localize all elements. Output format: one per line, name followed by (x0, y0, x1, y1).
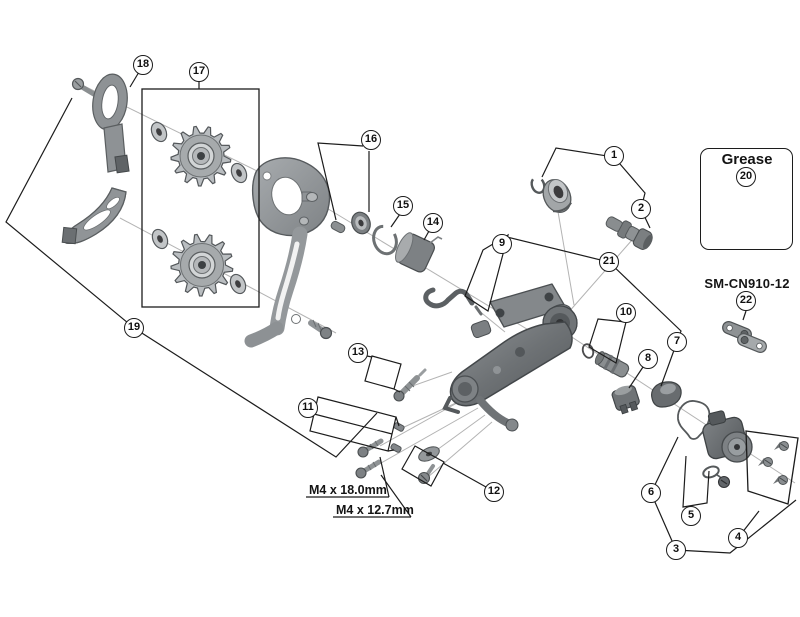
callout-5: 5 (681, 506, 701, 526)
cable-fixing-bolt (393, 368, 427, 402)
inner-cage-plate (61, 73, 130, 245)
callout-14: 14 (423, 213, 443, 233)
callout-8: 8 (638, 349, 658, 369)
cage-bolt-top (71, 77, 100, 99)
chain-link-label: SM-CN910-12 (704, 276, 790, 291)
o-ring (581, 343, 595, 359)
bolt-dimension-label-18mm: M4 x 18.0mm (309, 483, 387, 497)
stopper-hook (423, 287, 483, 316)
grommet (651, 381, 682, 408)
m4-bolt-18mm (357, 438, 384, 458)
cover-panel (745, 430, 799, 505)
callout-19: 19 (124, 318, 144, 338)
panel-screw (758, 457, 773, 467)
callout-3: 3 (666, 540, 686, 560)
gasket (677, 400, 711, 440)
callout-16: 16 (361, 130, 381, 150)
switch-unit (611, 385, 640, 415)
callout-6: 6 (641, 483, 661, 503)
grease-box (700, 148, 793, 250)
callout-7: 7 (667, 332, 687, 352)
unit-bushing (542, 178, 572, 214)
chain-quick-link (722, 321, 767, 353)
callout-9: 9 (492, 234, 512, 254)
callout-18: 18 (133, 55, 153, 75)
unit-clip (530, 176, 546, 194)
callout-12: 12 (484, 482, 504, 502)
panel-screw (773, 475, 788, 485)
unit-axle (605, 216, 653, 250)
leader-lines (5, 71, 797, 554)
callout-20: 20 (736, 167, 756, 187)
guide-pulley (170, 125, 232, 187)
adjust-plug (594, 351, 630, 378)
panel-screw (774, 441, 789, 451)
m4-bolt-12mm (355, 459, 382, 479)
callout-11: 11 (298, 398, 318, 418)
callout-13: 13 (348, 343, 368, 363)
callout-17: 17 (189, 62, 209, 82)
charge-port-cover (702, 465, 731, 489)
callout-15: 15 (393, 196, 413, 216)
cage-pin (330, 220, 346, 234)
callout-2: 2 (631, 199, 651, 219)
plate-cap (395, 232, 443, 273)
set-screws (390, 422, 405, 453)
tension-pulley (170, 233, 234, 297)
grease-box-title: Grease (721, 151, 773, 168)
pulley-washers (150, 121, 248, 295)
callout-22: 22 (736, 291, 756, 311)
callout-1: 1 (604, 146, 624, 166)
outer-cage-plate (244, 157, 331, 348)
snap-ring (372, 224, 398, 256)
motor-unit (702, 410, 753, 463)
callout-21: 21 (599, 252, 619, 272)
cage-stopper-bolt (308, 319, 333, 340)
bolt-dimension-label-12mm: M4 x 12.7mm (336, 503, 414, 517)
cone-washer (351, 211, 371, 235)
callout-4: 4 (728, 528, 748, 548)
callout-10: 10 (616, 303, 636, 323)
derailleur-body (442, 283, 578, 432)
